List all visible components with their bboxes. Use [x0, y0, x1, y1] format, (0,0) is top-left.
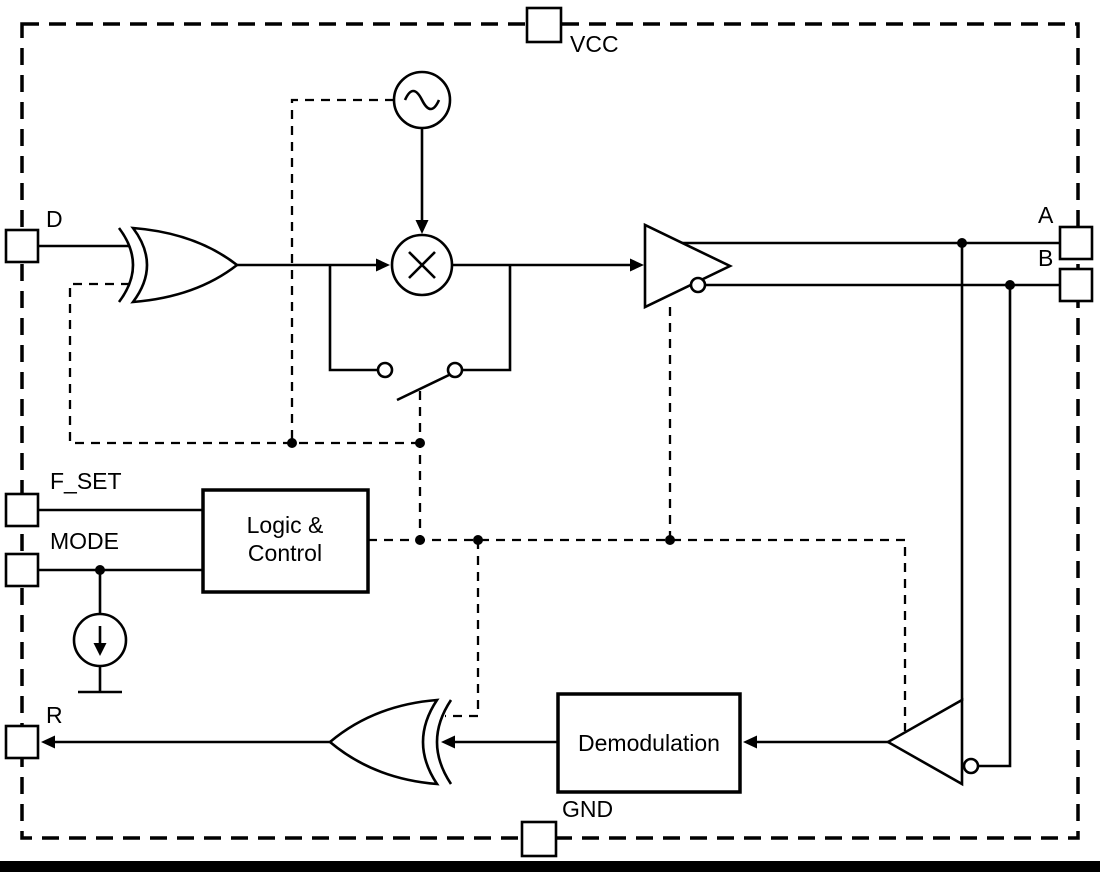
b-feedback-wire	[979, 285, 1012, 768]
xor-gate-back-arc-icon	[117, 227, 135, 303]
demodulation-label: Demodulation	[578, 730, 720, 756]
receiver-amp-icon	[885, 697, 964, 787]
control-wires	[68, 98, 907, 731]
logic-control-block	[201, 488, 370, 594]
signal-wires	[38, 128, 1060, 768]
d-label: D	[46, 206, 63, 232]
logic-control-label-line2: Control	[248, 540, 322, 566]
gnd-label: GND	[562, 796, 613, 822]
junction-dot	[95, 565, 105, 575]
junction-dot	[415, 438, 425, 448]
bypass-left-wire	[328, 265, 378, 372]
xor-gate-icon	[130, 226, 240, 304]
logic-control-label-line1: Logic &	[247, 512, 324, 538]
junction-dot	[473, 535, 483, 545]
fset-label: F_SET	[50, 468, 122, 494]
xor1-feedback-control-wire	[68, 282, 420, 445]
junction-dot	[665, 535, 675, 545]
components	[72, 70, 980, 794]
driver-amp-icon	[643, 222, 733, 310]
a-pin	[1058, 225, 1094, 261]
r-label: R	[46, 702, 63, 728]
arrowheads	[41, 220, 757, 749]
fset-pin	[4, 492, 40, 528]
logic-control-bus	[368, 538, 907, 731]
osc-control-wire	[290, 98, 394, 443]
labels: VCC GND D F_SET MODE R A B Logic & Contr…	[46, 31, 1054, 822]
sine-icon	[403, 89, 441, 111]
receiver-invert-bubble-icon	[962, 757, 980, 775]
vcc-label: VCC	[570, 31, 619, 57]
arrow-into-demod-icon	[743, 735, 757, 749]
switch-blade	[396, 373, 450, 402]
b-pin	[1058, 267, 1094, 303]
vcc-pin	[525, 6, 563, 44]
a-label: A	[1038, 202, 1054, 228]
junction-dots	[95, 238, 1015, 575]
mode-label: MODE	[50, 528, 119, 554]
junction-dot	[1005, 280, 1015, 290]
xor-gate2-back-arc-icon	[435, 699, 453, 785]
arrow-osc-down-icon	[415, 220, 429, 234]
package-pins	[4, 6, 1094, 858]
mode-pin	[4, 552, 40, 588]
switch-contact-right-icon	[446, 361, 464, 379]
d-pin	[4, 228, 40, 264]
junction-dot	[957, 238, 967, 248]
ic-boundary	[20, 22, 1080, 840]
xor-gate2-icon	[327, 698, 440, 786]
current-arrow-head-icon	[93, 643, 107, 656]
bottom-edge-bar	[0, 861, 1100, 872]
driver-invert-bubble-icon	[689, 276, 707, 294]
mixer-x-icon	[408, 251, 436, 279]
arrow-into-xor2-icon	[441, 735, 455, 749]
arrow-into-driver-icon	[630, 258, 644, 272]
junction-dot	[287, 438, 297, 448]
xor2-control-wire	[445, 540, 480, 718]
demodulation-block	[556, 692, 742, 794]
arrow-into-r-pin-icon	[41, 735, 55, 749]
gnd-pin	[520, 820, 558, 858]
b-label: B	[1038, 245, 1053, 271]
bypass-right-wire	[462, 265, 512, 372]
switch-contact-left-icon	[376, 361, 394, 379]
arrow-into-mixer-icon	[376, 258, 390, 272]
r-pin	[4, 724, 40, 760]
junction-dot	[415, 535, 425, 545]
